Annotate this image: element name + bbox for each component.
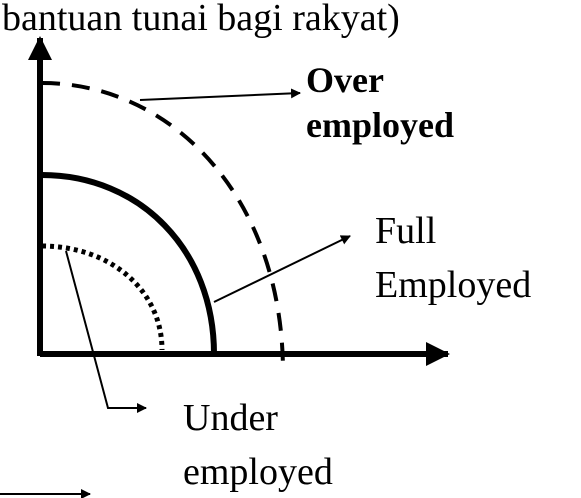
over-employed-label-line1: Over (306, 60, 384, 100)
over-employed-pointer (139, 88, 301, 101)
full-employed-label-line2: Employed (375, 264, 531, 306)
caption-text: bantuan tunai bagi rakyat) (2, 0, 400, 39)
full-employed-pointer (213, 235, 351, 303)
under-employed-pointer (65, 250, 147, 413)
over-employed-curve (41, 81, 285, 371)
over-employed-label-line2: employed (306, 105, 454, 145)
full-employed-curve (41, 172, 217, 355)
under-employed-label-line1: Under (183, 397, 278, 439)
under-employed-label-line2: employed (183, 451, 333, 493)
full-employed-label-line1: Full (375, 210, 436, 252)
under-employed-curve (41, 243, 165, 351)
